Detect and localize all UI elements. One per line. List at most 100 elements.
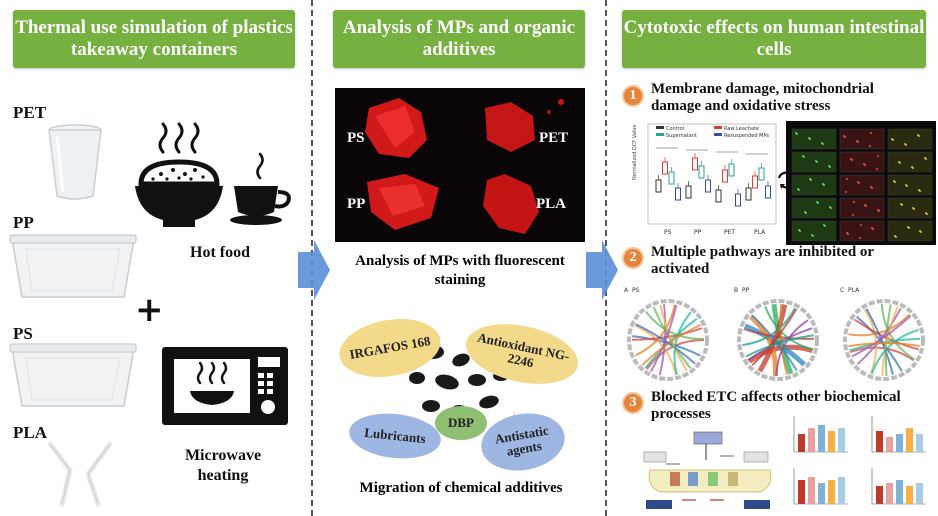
chord-link bbox=[863, 308, 878, 374]
cell-dot bbox=[857, 141, 859, 143]
chord-link bbox=[645, 339, 705, 370]
chord-link bbox=[775, 319, 809, 377]
stain-label-pla: PLA bbox=[536, 196, 566, 212]
group-tick-label: PET bbox=[724, 229, 735, 236]
finding-number-3: 3 bbox=[622, 392, 644, 414]
panel-mp-analysis: Analysis of MPs and organic additives PS… bbox=[325, 0, 595, 516]
chord-link bbox=[749, 314, 778, 377]
microscopy-tile bbox=[791, 220, 837, 242]
microscopy-tile bbox=[839, 220, 885, 242]
microscopy-tile bbox=[839, 151, 885, 173]
cell-dot bbox=[894, 181, 896, 183]
flow-arrow-right-icon bbox=[298, 240, 330, 300]
microscopy-tile bbox=[887, 197, 933, 219]
chord-panel-letter: B bbox=[734, 287, 738, 294]
microscopy-tile bbox=[839, 197, 885, 219]
container-label-pet: PET bbox=[13, 103, 47, 122]
group-tick-label: PLA bbox=[754, 229, 766, 236]
cell-dot bbox=[869, 145, 871, 147]
microwave-icon bbox=[162, 347, 288, 425]
finding-number-1: 1 bbox=[622, 85, 644, 107]
cell-dot bbox=[816, 161, 818, 163]
microwave-label: Microwave heating bbox=[184, 447, 262, 484]
flow-arrow-right-icon bbox=[586, 240, 618, 300]
cell-dot bbox=[817, 202, 819, 204]
ps-box-icon bbox=[9, 343, 137, 407]
cell-dot bbox=[913, 208, 915, 210]
box bbox=[662, 161, 668, 175]
stain-label-pet: PET bbox=[539, 130, 569, 146]
legend-label: Control bbox=[666, 126, 684, 132]
bar bbox=[906, 428, 913, 452]
chord-link bbox=[764, 305, 813, 351]
chord-link bbox=[870, 328, 919, 375]
chord-ring bbox=[627, 299, 709, 381]
chord-link bbox=[865, 308, 894, 376]
cell-dot bbox=[876, 168, 878, 170]
additive-dbp: DBP bbox=[435, 406, 487, 440]
cell-dot bbox=[920, 231, 922, 233]
group-tick-label: PP bbox=[694, 229, 702, 236]
chord-panel-title: PLA bbox=[848, 287, 860, 294]
microscopy-tile bbox=[887, 151, 933, 173]
bar bbox=[896, 480, 903, 504]
chord-link bbox=[881, 306, 899, 377]
microscopy-tile bbox=[887, 174, 933, 196]
biochemical-bar-charts bbox=[793, 416, 926, 505]
box bbox=[705, 179, 711, 193]
bar bbox=[818, 425, 825, 452]
panel-title: Thermal use simulation of plastics takea… bbox=[13, 10, 295, 68]
pet-cup-icon bbox=[48, 124, 102, 200]
chord-panel-title: PS bbox=[632, 287, 640, 294]
finding-text-3: Blocked ETC affects other biochemical pr… bbox=[651, 389, 901, 422]
cell-dot bbox=[796, 133, 798, 135]
chord-panel-letter: C bbox=[840, 287, 844, 294]
bar bbox=[886, 437, 893, 452]
box bbox=[752, 175, 758, 189]
cell-dot bbox=[799, 230, 801, 232]
cell-dot bbox=[906, 185, 908, 187]
box bbox=[722, 169, 728, 183]
chord-panel-title: PP bbox=[742, 287, 750, 294]
stain-label-ps: PS bbox=[347, 130, 365, 146]
cell-dot bbox=[822, 143, 824, 145]
cell-dot bbox=[926, 213, 928, 215]
panel-cytotoxic-effects: Cytotoxic effects on human intestinal ce… bbox=[614, 0, 938, 516]
cell-dot bbox=[851, 159, 853, 161]
bar bbox=[828, 431, 835, 452]
box bbox=[745, 187, 752, 201]
cell-dot bbox=[871, 187, 873, 189]
microscopy-tile bbox=[887, 128, 933, 150]
finding-text-2: Multiple pathways are inhibited or activ… bbox=[651, 244, 874, 277]
box bbox=[692, 157, 698, 171]
stain-label-pp: PP bbox=[347, 196, 366, 212]
chord-link bbox=[634, 324, 677, 376]
microscopy-tile bbox=[791, 151, 837, 173]
box bbox=[685, 185, 692, 199]
bar bbox=[876, 431, 883, 452]
cell-dot bbox=[847, 233, 849, 235]
cell-dot bbox=[852, 214, 854, 216]
cell-dot bbox=[878, 210, 880, 212]
bar bbox=[886, 483, 893, 504]
chord-link bbox=[635, 323, 696, 365]
cell-dot bbox=[860, 224, 862, 226]
cell-dot bbox=[865, 205, 867, 207]
microscopy-tile bbox=[839, 128, 885, 150]
microscopy-tile bbox=[887, 220, 933, 242]
bar bbox=[896, 434, 903, 452]
staining-caption: Analysis of MPs with fluorescent stainin… bbox=[355, 253, 565, 288]
cell-dot bbox=[798, 189, 800, 191]
chord-link bbox=[635, 304, 676, 357]
box bbox=[668, 171, 675, 185]
bar bbox=[838, 428, 845, 452]
cell-dot bbox=[829, 166, 831, 168]
bar bbox=[808, 428, 815, 452]
svg-text:Normalized DCF Value: Normalized DCF Value bbox=[632, 125, 638, 180]
jc1-microscopy-grid bbox=[786, 121, 936, 245]
cell-dot bbox=[844, 136, 846, 138]
cell-dot bbox=[899, 162, 901, 164]
bar bbox=[838, 477, 845, 504]
cell-dot bbox=[892, 139, 894, 141]
legend-swatch bbox=[656, 133, 664, 136]
